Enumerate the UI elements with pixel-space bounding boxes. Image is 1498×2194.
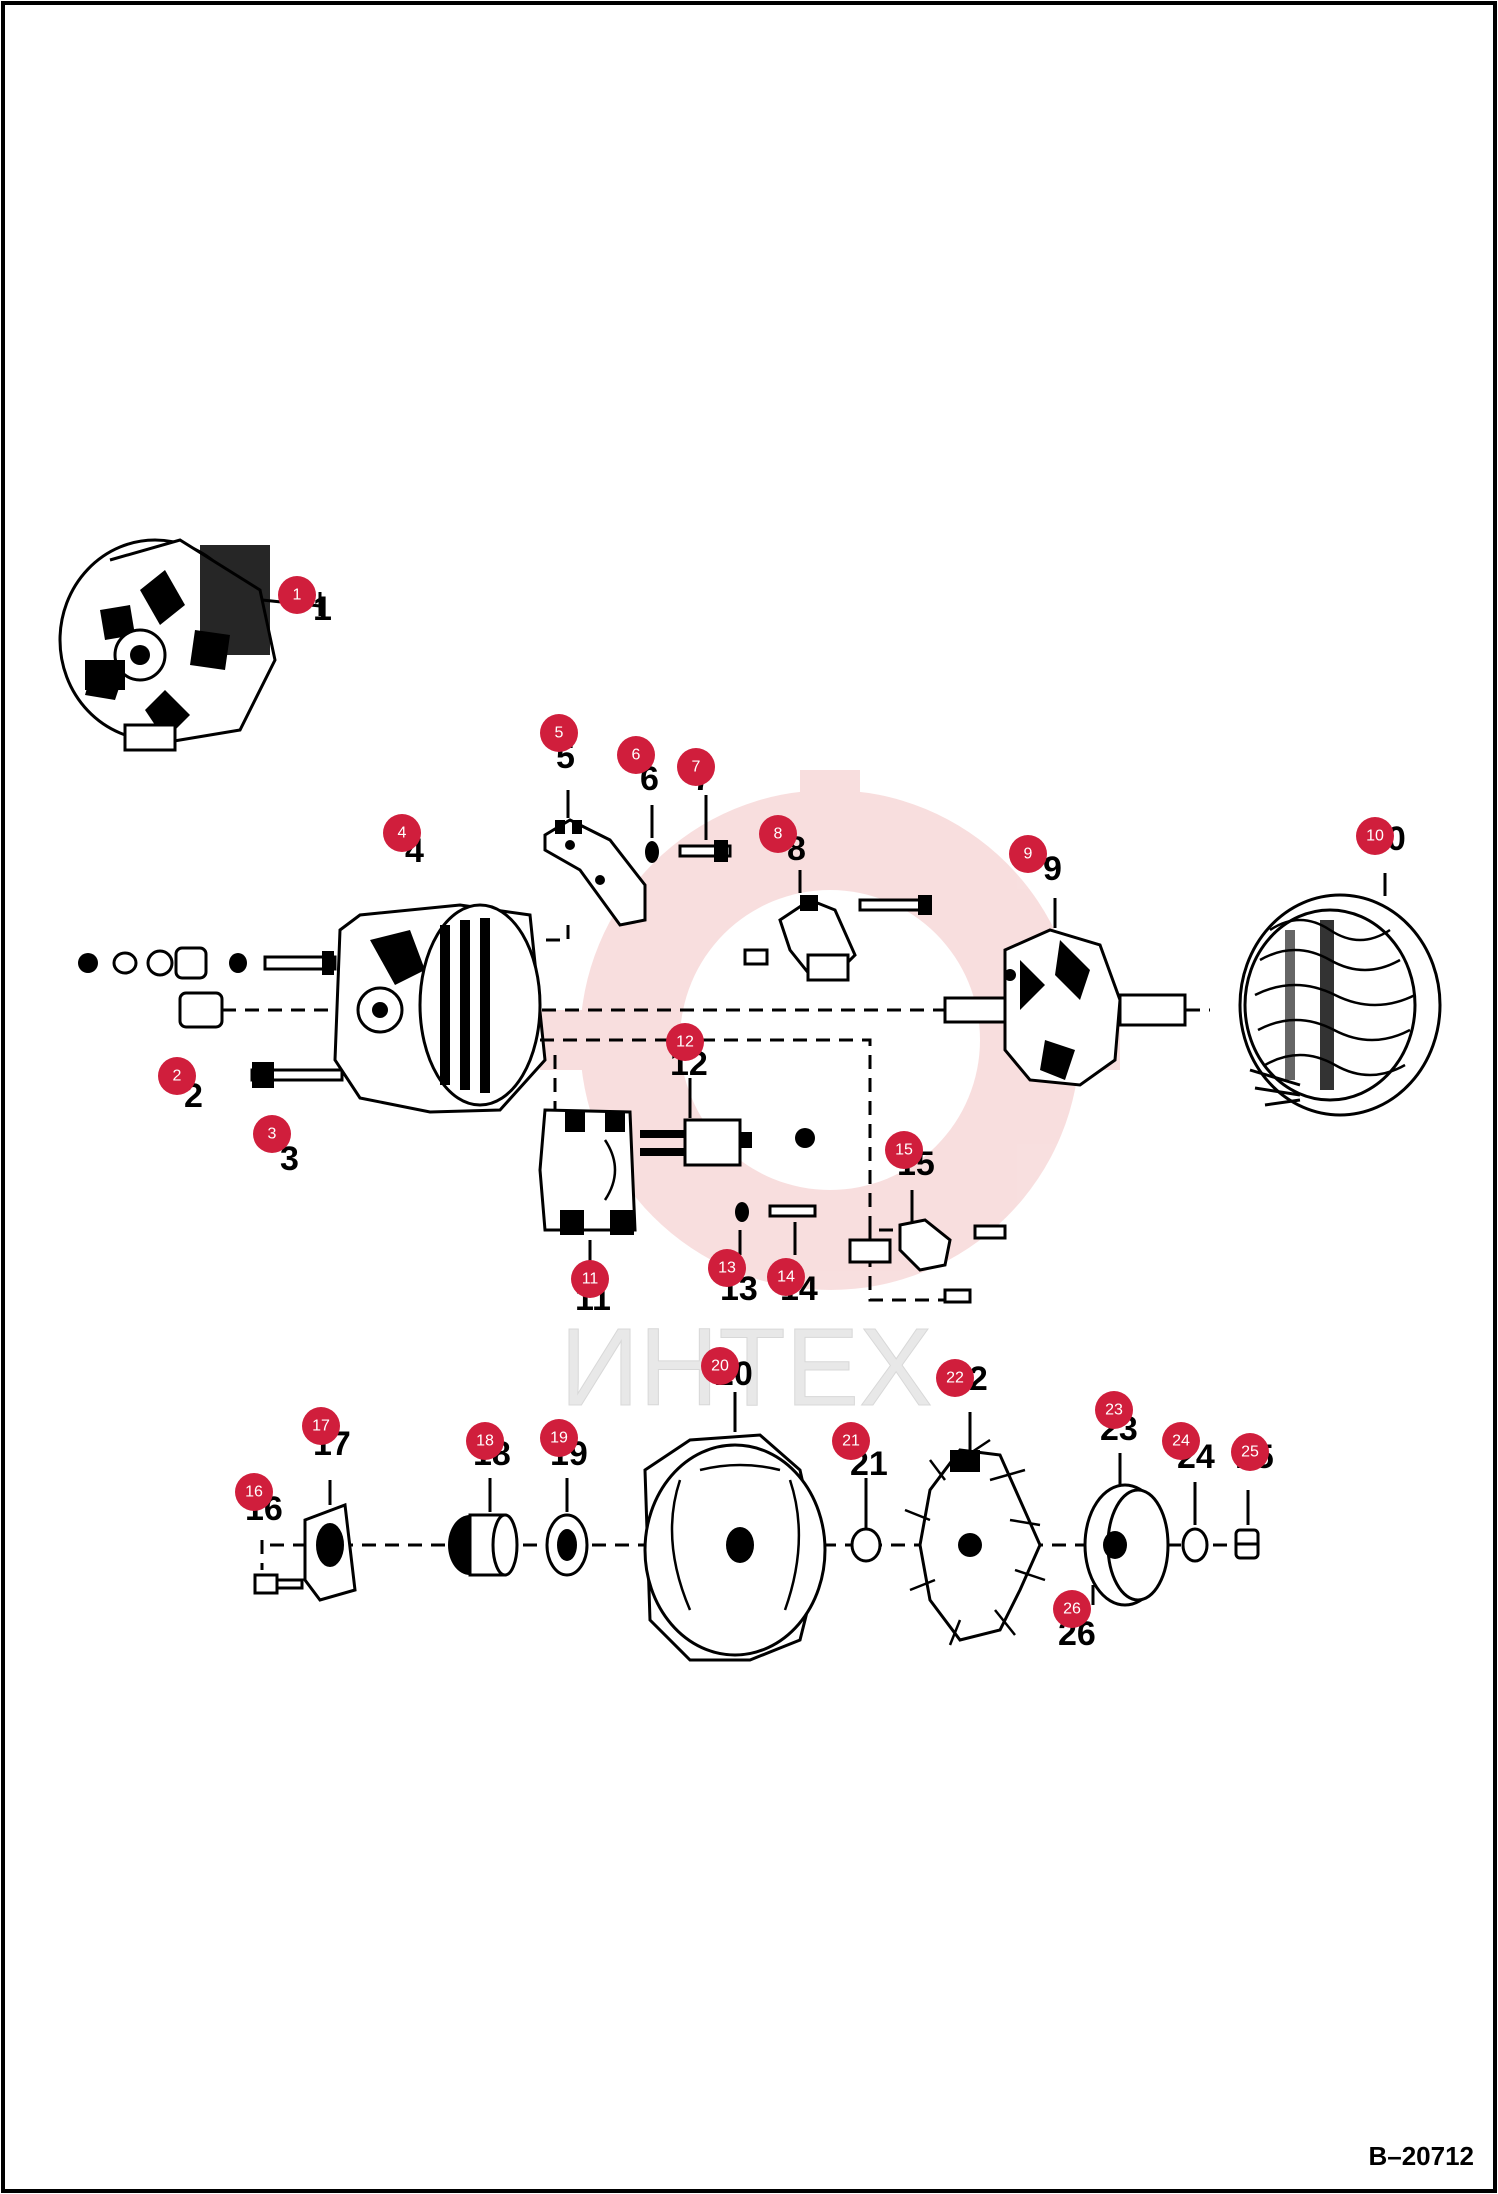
svg-text:4: 4 <box>398 825 407 842</box>
slip-ring-end-frame <box>333 903 547 1114</box>
badge-10: 10 <box>1356 817 1394 855</box>
badge-5: 5 <box>540 714 578 752</box>
svg-text:3: 3 <box>268 1126 277 1143</box>
svg-text:14: 14 <box>777 1269 795 1286</box>
svg-text:9: 9 <box>1024 846 1033 863</box>
label-1: 1 <box>313 590 332 628</box>
rotor <box>943 928 1187 1087</box>
badge-23: 23 <box>1095 1391 1133 1429</box>
red-callout-badges: 1 2 3 4 5 6 7 8 9 10 11 12 13 14 15 16 1… <box>158 576 1394 1628</box>
svg-text:13: 13 <box>718 1260 736 1277</box>
drive-end-frame <box>643 1433 827 1662</box>
regulator-bracket <box>543 818 647 927</box>
screw-14 <box>768 1204 817 1218</box>
badge-18: 18 <box>466 1422 504 1460</box>
badge-11: 11 <box>571 1260 609 1298</box>
bearing <box>545 1513 589 1577</box>
svg-text:8: 8 <box>774 826 783 843</box>
svg-text:12: 12 <box>676 1034 694 1051</box>
badge-24: 24 <box>1162 1422 1200 1460</box>
screw-7 <box>678 844 732 858</box>
washer-6 <box>645 841 659 863</box>
badge-7: 7 <box>677 748 715 786</box>
svg-text:7: 7 <box>692 759 701 776</box>
badge-26: 26 <box>1053 1590 1091 1628</box>
badge-8: 8 <box>759 815 797 853</box>
brush-holder <box>743 895 932 982</box>
badge-9: 9 <box>1009 835 1047 873</box>
badge-14: 14 <box>767 1258 805 1296</box>
diode-trio <box>640 1118 815 1167</box>
collar <box>448 1513 519 1577</box>
badge-22: 22 <box>936 1359 974 1397</box>
badge-16: 16 <box>235 1473 273 1511</box>
badge-19: 19 <box>540 1419 578 1457</box>
retainer-plate <box>303 1502 357 1602</box>
svg-text:26: 26 <box>1063 1601 1081 1618</box>
svg-text:10: 10 <box>1366 828 1384 845</box>
svg-text:23: 23 <box>1105 1402 1123 1419</box>
label-3: 3 <box>280 1140 299 1178</box>
badge-15: 15 <box>885 1131 923 1169</box>
svg-text:25: 25 <box>1241 1444 1259 1461</box>
svg-text:21: 21 <box>842 1433 860 1450</box>
svg-text:15: 15 <box>895 1142 913 1159</box>
stator <box>1238 893 1442 1117</box>
svg-text:11: 11 <box>582 1271 599 1288</box>
badge-6: 6 <box>617 736 655 774</box>
badge-25: 25 <box>1231 1433 1269 1471</box>
spacer <box>850 1527 882 1563</box>
rectifier-bridge <box>538 1108 637 1235</box>
alternator-assembly-drawing <box>58 538 322 752</box>
svg-text:1: 1 <box>293 587 302 604</box>
badge-12: 12 <box>666 1023 704 1061</box>
nut <box>1234 1528 1260 1560</box>
svg-text:22: 22 <box>946 1370 964 1387</box>
svg-text:24: 24 <box>1172 1433 1190 1450</box>
pulley <box>1083 1483 1170 1607</box>
svg-text:5: 5 <box>555 725 564 742</box>
lockwasher <box>1181 1527 1209 1563</box>
svg-text:19: 19 <box>550 1430 568 1447</box>
badge-20: 20 <box>701 1347 739 1385</box>
svg-text:18: 18 <box>476 1433 494 1450</box>
watermark-text: ИНТЕХ <box>560 1306 932 1429</box>
fan <box>904 1438 1046 1646</box>
badge-3: 3 <box>253 1115 291 1153</box>
document-code: B–20712 <box>1368 2141 1474 2171</box>
svg-text:2: 2 <box>173 1068 182 1085</box>
label-9: 9 <box>1043 850 1062 888</box>
svg-text:17: 17 <box>312 1418 330 1435</box>
badge-4: 4 <box>383 814 421 852</box>
svg-text:16: 16 <box>245 1484 263 1501</box>
hardware-nuts-washers <box>78 946 344 1088</box>
washer-13 <box>735 1202 749 1222</box>
svg-text:6: 6 <box>632 747 641 764</box>
svg-text:20: 20 <box>711 1358 729 1375</box>
badge-13: 13 <box>708 1249 746 1287</box>
screw-16 <box>253 1540 304 1595</box>
badge-21: 21 <box>832 1422 870 1460</box>
badge-1: 1 <box>278 576 316 614</box>
badge-17: 17 <box>302 1407 340 1445</box>
badge-2: 2 <box>158 1057 196 1095</box>
regulator <box>848 1218 1007 1304</box>
